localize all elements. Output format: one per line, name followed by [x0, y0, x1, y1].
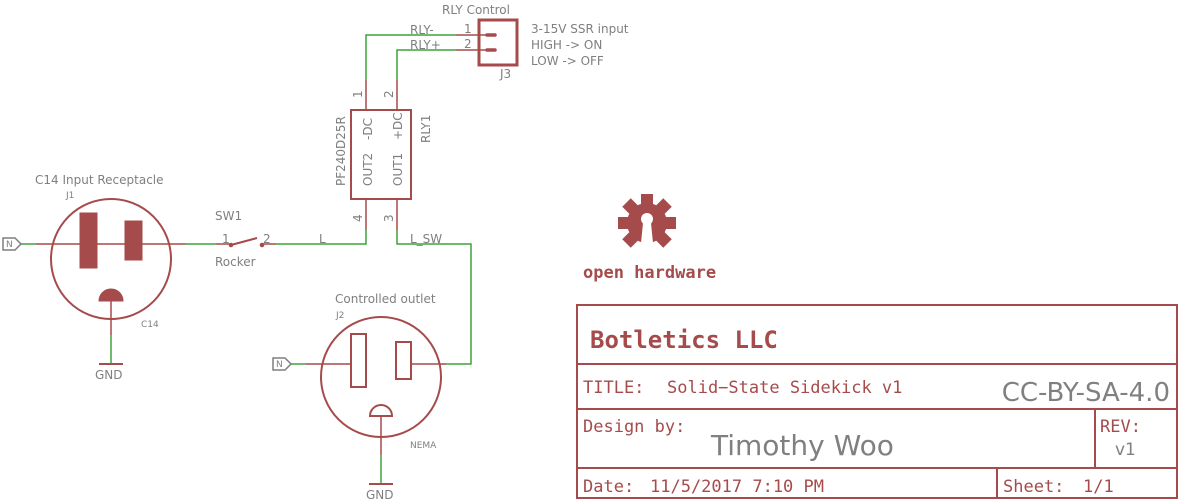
designer-name: Timothy Woo [710, 429, 894, 462]
j3-note-line2: HIGH -> ON [531, 38, 602, 52]
j1-c14-receptacle[interactable] [36, 198, 186, 335]
rly-minus-label: RLY- [410, 23, 434, 37]
rly1-pin3: 3 [382, 214, 396, 222]
svg-text:N: N [276, 360, 283, 370]
j3-title: RLY Control [442, 3, 510, 17]
j2-nema-outlet[interactable] [306, 316, 446, 455]
sw1-switch[interactable] [216, 237, 276, 248]
rly1-ref: RLY1 [419, 115, 433, 143]
j3-note-line3: LOW -> OFF [531, 54, 604, 68]
j1-ground-pin [98, 288, 124, 302]
l-sw-label: L_SW [410, 232, 442, 246]
l-sw-net [396, 230, 472, 365]
j1-pin-right [124, 220, 143, 261]
j3-ref: J3 [499, 67, 511, 81]
revision: v1 [1115, 440, 1136, 460]
license: CC-BY-SA-4.0 [1002, 378, 1170, 408]
date: 11/5/2017 7:10 PM [650, 477, 824, 497]
j1-title: C14 Input Receptacle [35, 173, 164, 187]
sw1-ref: SW1 [215, 209, 242, 223]
n-net-flag-2: N [272, 357, 293, 371]
sheet-number: 1/1 [1083, 477, 1114, 497]
project-title: Solid−State Sidekick v1 [667, 378, 902, 398]
rly-minus-net [365, 34, 456, 80]
rly1-ssr[interactable] [350, 80, 412, 230]
rly1-out1: OUT1 [391, 153, 405, 186]
n-net-flag: N [2, 237, 23, 251]
l-net-label: L [319, 232, 326, 246]
j3-connector[interactable] [456, 18, 519, 67]
rly1-plus-dc: +DC [391, 112, 405, 140]
gnd-label: GND [95, 368, 123, 382]
title-label: TITLE: [583, 378, 644, 398]
rly1-value: PF240D25R [334, 116, 348, 186]
rly1-pin2: 2 [382, 90, 396, 98]
rly-plus-net [396, 49, 456, 80]
j2-value: NEMA [410, 441, 437, 451]
open-hardware-gear-icon [618, 194, 676, 253]
j2-ref: J2 [335, 311, 344, 321]
rly1-minus-dc: -DC [361, 118, 375, 140]
j3-pin1: 1 [464, 22, 472, 36]
j1-ref: J1 [65, 191, 74, 201]
sheet-label: Sheet: [1003, 477, 1064, 497]
design-by-label: Design by: [583, 417, 685, 437]
gnd-label-2: GND [366, 488, 394, 502]
date-label: Date: [583, 477, 634, 497]
sw1-pin2: 2 [263, 232, 271, 246]
sw1-value: Rocker [215, 255, 256, 269]
rly1-pin1: 1 [351, 90, 365, 98]
j2-title: Controlled outlet [335, 292, 436, 306]
l-net [276, 230, 367, 245]
svg-text:N: N [6, 240, 13, 250]
rly-plus-label: RLY+ [410, 38, 441, 52]
j3-note-line1: 3-15V SSR input [531, 22, 629, 36]
rev-label: REV: [1100, 417, 1141, 437]
j1-pin-left [79, 212, 98, 269]
open-hardware-text: open hardware [583, 263, 716, 283]
j3-pin2: 2 [464, 37, 472, 51]
j1-value: C14 [141, 320, 159, 330]
company-name: Botletics LLC [590, 326, 778, 354]
rly1-pin4: 4 [351, 214, 365, 222]
title-block [576, 304, 1178, 499]
rly1-out2: OUT2 [361, 153, 375, 186]
sw1-pin1: 1 [222, 232, 230, 246]
